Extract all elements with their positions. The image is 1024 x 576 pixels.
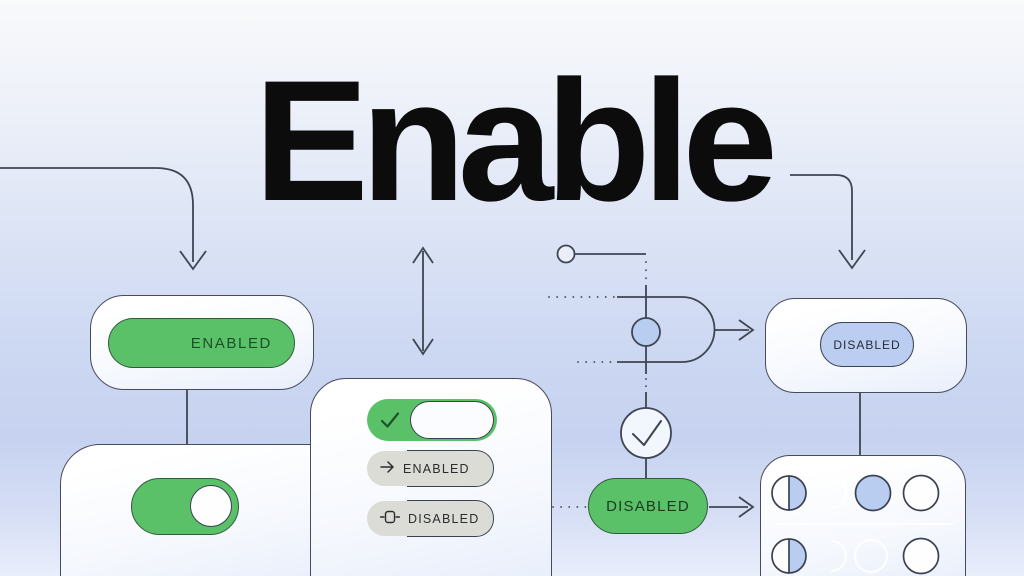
check-flow — [552, 407, 755, 518]
half-filled-circle-icon — [771, 475, 807, 511]
arrow-down-left-icon — [0, 167, 207, 271]
check-circle-icon — [620, 407, 672, 459]
disabled-status-card: DISABLED — [765, 298, 967, 393]
enabled-item-label: ENABLED — [403, 461, 470, 476]
blue-dot-node-icon — [631, 317, 661, 347]
check-icon — [632, 420, 662, 446]
disabled-pill[interactable]: DISABLED — [588, 478, 708, 534]
toggle-knob — [190, 485, 232, 527]
half-filled-circle-icon — [771, 538, 807, 574]
faint-circle-icon — [854, 539, 888, 573]
enabled-pill-label: ENABLED — [190, 334, 272, 352]
toggle-card — [60, 444, 336, 576]
checked-toggle-switch[interactable] — [367, 399, 497, 441]
toggle-switch-on[interactable] — [131, 478, 239, 535]
white-circle-icon — [902, 474, 940, 512]
page-title: Enable — [254, 45, 778, 237]
enabled-pill[interactable]: ENABLED — [108, 318, 295, 368]
enabled-list-item[interactable]: ENABLED — [367, 450, 494, 487]
component-icon — [379, 510, 401, 527]
toggle-knob — [410, 401, 494, 439]
check-icon — [380, 411, 400, 434]
arrow-down-right-icon — [790, 174, 866, 270]
disabled-item-label: DISABLED — [408, 511, 480, 526]
dots-grid-card — [760, 455, 966, 576]
enabled-status-card: ENABLED — [90, 295, 314, 390]
faint-arc-icon — [830, 540, 847, 572]
double-arrow-icon — [412, 246, 434, 356]
arrow-right-icon — [380, 461, 395, 476]
white-circle-icon — [902, 537, 940, 575]
disabled-blue-pill-label: DISABLED — [833, 337, 901, 352]
blue-circle-icon — [854, 474, 892, 512]
circle-node-icon — [556, 244, 576, 264]
disabled-list-item[interactable]: DISABLED — [367, 500, 494, 537]
switch-list-card: ENABLED DISABLED — [310, 378, 552, 576]
disabled-pill-label: DISABLED — [606, 497, 690, 515]
arrow-right-icon — [709, 496, 755, 518]
faint-arc-icon — [830, 477, 847, 509]
gate-diagram — [548, 244, 755, 409]
dots-grid — [771, 474, 953, 575]
arrow-right-icon — [714, 319, 755, 341]
disabled-blue-pill[interactable]: DISABLED — [820, 322, 914, 367]
